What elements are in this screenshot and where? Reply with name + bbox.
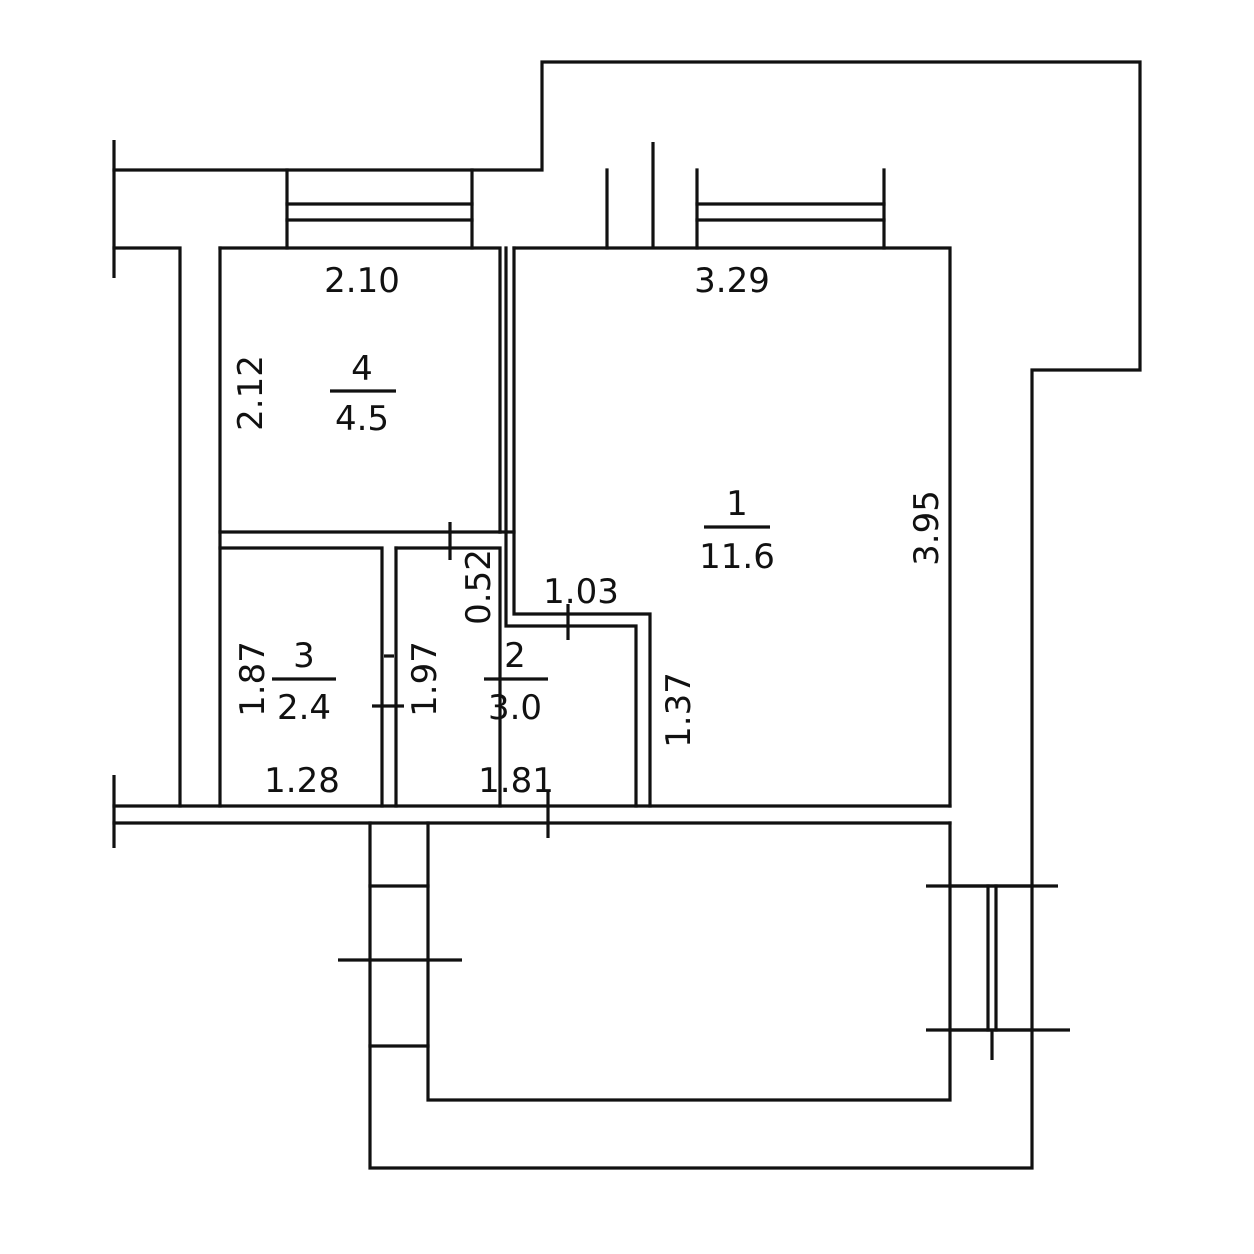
room-1-number: 1 <box>726 484 748 524</box>
room-4-number: 4 <box>351 349 373 389</box>
dim-room1-width: 3.29 <box>694 261 770 301</box>
room-2-label: 2 3.0 <box>484 636 548 728</box>
room-4-label: 4 4.5 <box>330 349 396 439</box>
dim-room3-width: 1.28 <box>264 761 340 801</box>
outer-walls <box>112 60 1142 1170</box>
balcony <box>338 821 1070 1102</box>
dim-room1-notch-height: 1.37 <box>659 672 699 748</box>
room-1-label: 1 11.6 <box>699 484 775 577</box>
top-windows <box>285 142 886 250</box>
dim-room2-width: 1.81 <box>478 761 554 801</box>
dim-hall-opening: 0.52 <box>459 549 499 625</box>
room-3-number: 3 <box>293 636 315 676</box>
room-2-number: 2 <box>504 636 526 676</box>
dim-room4-width: 2.10 <box>324 261 400 301</box>
dimension-labels: 2.10 3.29 2.12 3.95 0.52 1.03 1.37 1.87 … <box>231 261 947 801</box>
dim-room4-height: 2.12 <box>231 355 271 431</box>
dim-room3-height: 1.87 <box>233 641 273 717</box>
dim-room1-notch-width: 1.03 <box>543 572 619 612</box>
dim-room2-height: 1.97 <box>405 641 445 717</box>
room-1-area: 11.6 <box>699 537 775 577</box>
inner-walls <box>218 246 952 838</box>
room-2-area: 3.0 <box>488 688 542 728</box>
room-3-label: 3 2.4 <box>272 636 336 728</box>
dim-room1-height: 3.95 <box>907 490 947 566</box>
room-4-area: 4.5 <box>335 399 389 439</box>
room-3-area: 2.4 <box>277 688 331 728</box>
